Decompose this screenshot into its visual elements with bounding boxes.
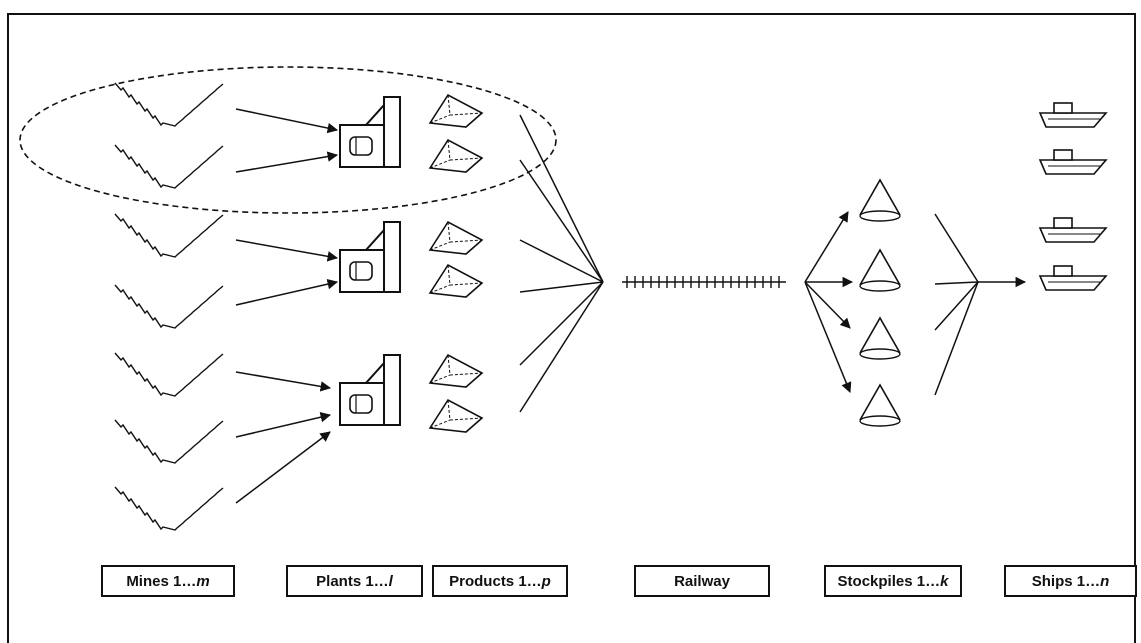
product-icon [428,398,484,433]
flow-arrow [235,151,339,173]
mines-label: Mines 1…m [101,565,235,597]
flow-arrow [235,371,332,392]
flow-line [519,114,604,283]
mine-icon [114,352,224,397]
flow-arrow [804,211,849,283]
plants-label: Plants 1…l [286,565,423,597]
flow-line [519,159,604,283]
ships-label: Ships 1…n [1004,565,1137,597]
stockpile-icon [859,316,901,360]
flow-arrows [235,108,604,504]
flow-line [519,281,604,413]
product-icon [428,93,484,128]
ship-icon [1038,217,1108,243]
mine-icon [114,284,224,329]
mine-icon [114,144,224,189]
mine-icon [114,486,224,531]
flow-line [519,281,604,366]
stockpile-icon [859,178,901,222]
products-group [428,93,484,433]
stockpiles-group [804,178,1027,427]
flow-arrow [235,239,339,262]
flow-line [934,213,979,283]
flow-line [934,281,979,331]
flow-arrow [804,281,852,393]
products-label: Products 1…p [432,565,568,597]
mine-icon [114,213,224,258]
flow-arrow [804,281,851,329]
plant-icon [339,221,401,293]
diagram-frame [7,13,1136,643]
stockpile-icon [859,383,901,427]
mine-icon [114,82,224,127]
product-icon [428,138,484,173]
plants-group [339,96,401,426]
highlight-group-ellipse [19,66,557,214]
product-icon [428,263,484,298]
flow-line [519,239,604,283]
mine-icon [114,419,224,464]
product-icon [428,220,484,255]
ship-icon [1038,149,1108,175]
flow-arrow [235,431,331,504]
railway-label: Railway [634,565,770,597]
stockpiles-label: Stockpiles 1…k [824,565,962,597]
flow-arrow [235,412,332,438]
mines-group [114,82,224,531]
ships-group [1038,102,1108,291]
flow-line [934,281,979,396]
plant-icon [339,96,401,168]
ship-icon [1038,265,1108,291]
flow-arrow [235,278,339,306]
plant-icon [339,354,401,426]
ship-icon [1038,102,1108,128]
flow-line [934,281,979,285]
stockpile-icon [859,248,901,292]
railway-track [622,276,786,288]
flow-arrow [235,108,339,134]
product-icon [428,353,484,388]
flow-line [519,281,604,293]
